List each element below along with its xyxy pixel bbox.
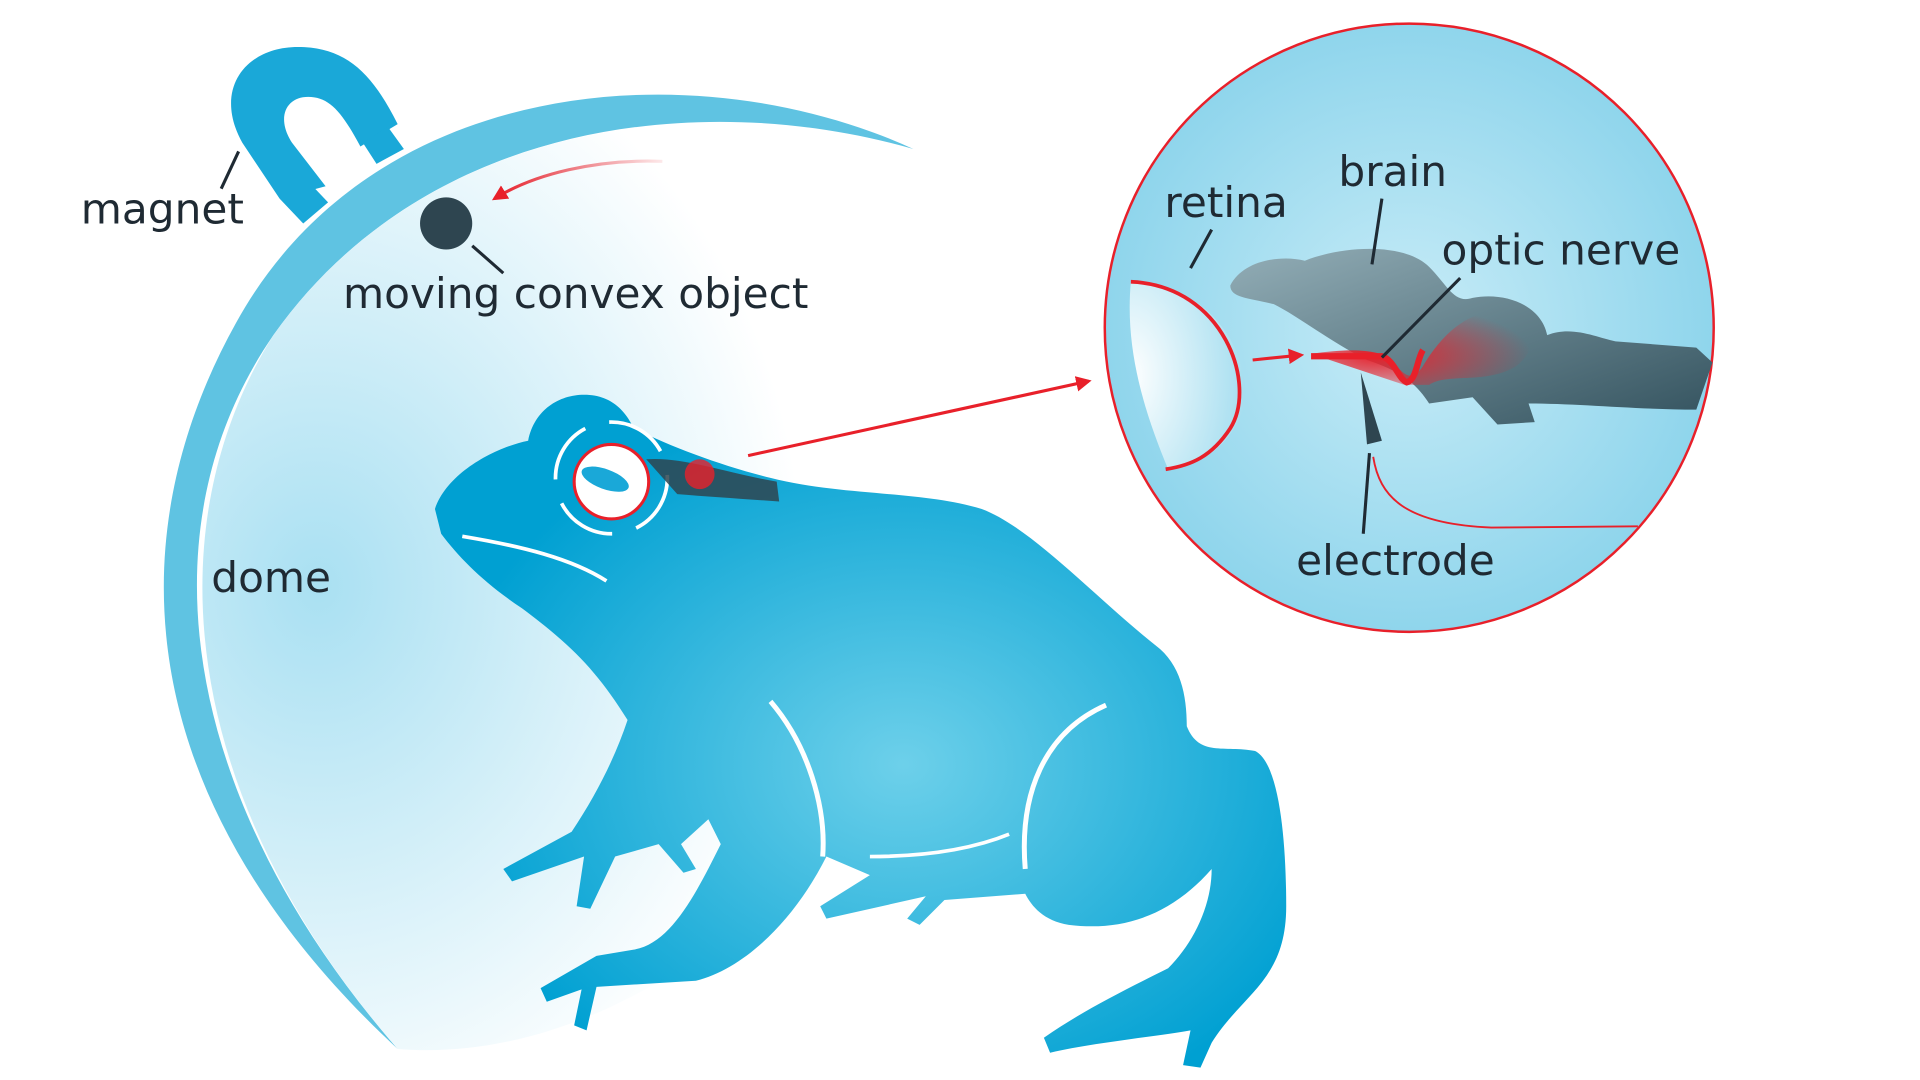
electrode-wire [1372, 456, 1638, 529]
magnet-label: magnet [81, 184, 244, 233]
brain-label: brain [1338, 147, 1447, 196]
electrode-icon [1360, 372, 1382, 445]
motion-arrow [491, 159, 663, 201]
optic-nerve-label: optic nerve [1442, 225, 1681, 274]
object-label: moving convex object [343, 269, 808, 318]
dome-label: dome [211, 553, 331, 602]
inset-circle [1103, 22, 1715, 634]
retina-icon [1129, 281, 1246, 470]
retina-label: retina [1164, 178, 1287, 227]
ball-icon [420, 197, 473, 250]
magnet-icon [219, 46, 404, 224]
zoom-arrow [747, 376, 1092, 458]
frog-icon [434, 394, 1287, 1068]
electrode-label: electrode [1296, 536, 1495, 585]
brain-icon [1230, 248, 1713, 425]
object-leader-line [471, 244, 505, 275]
